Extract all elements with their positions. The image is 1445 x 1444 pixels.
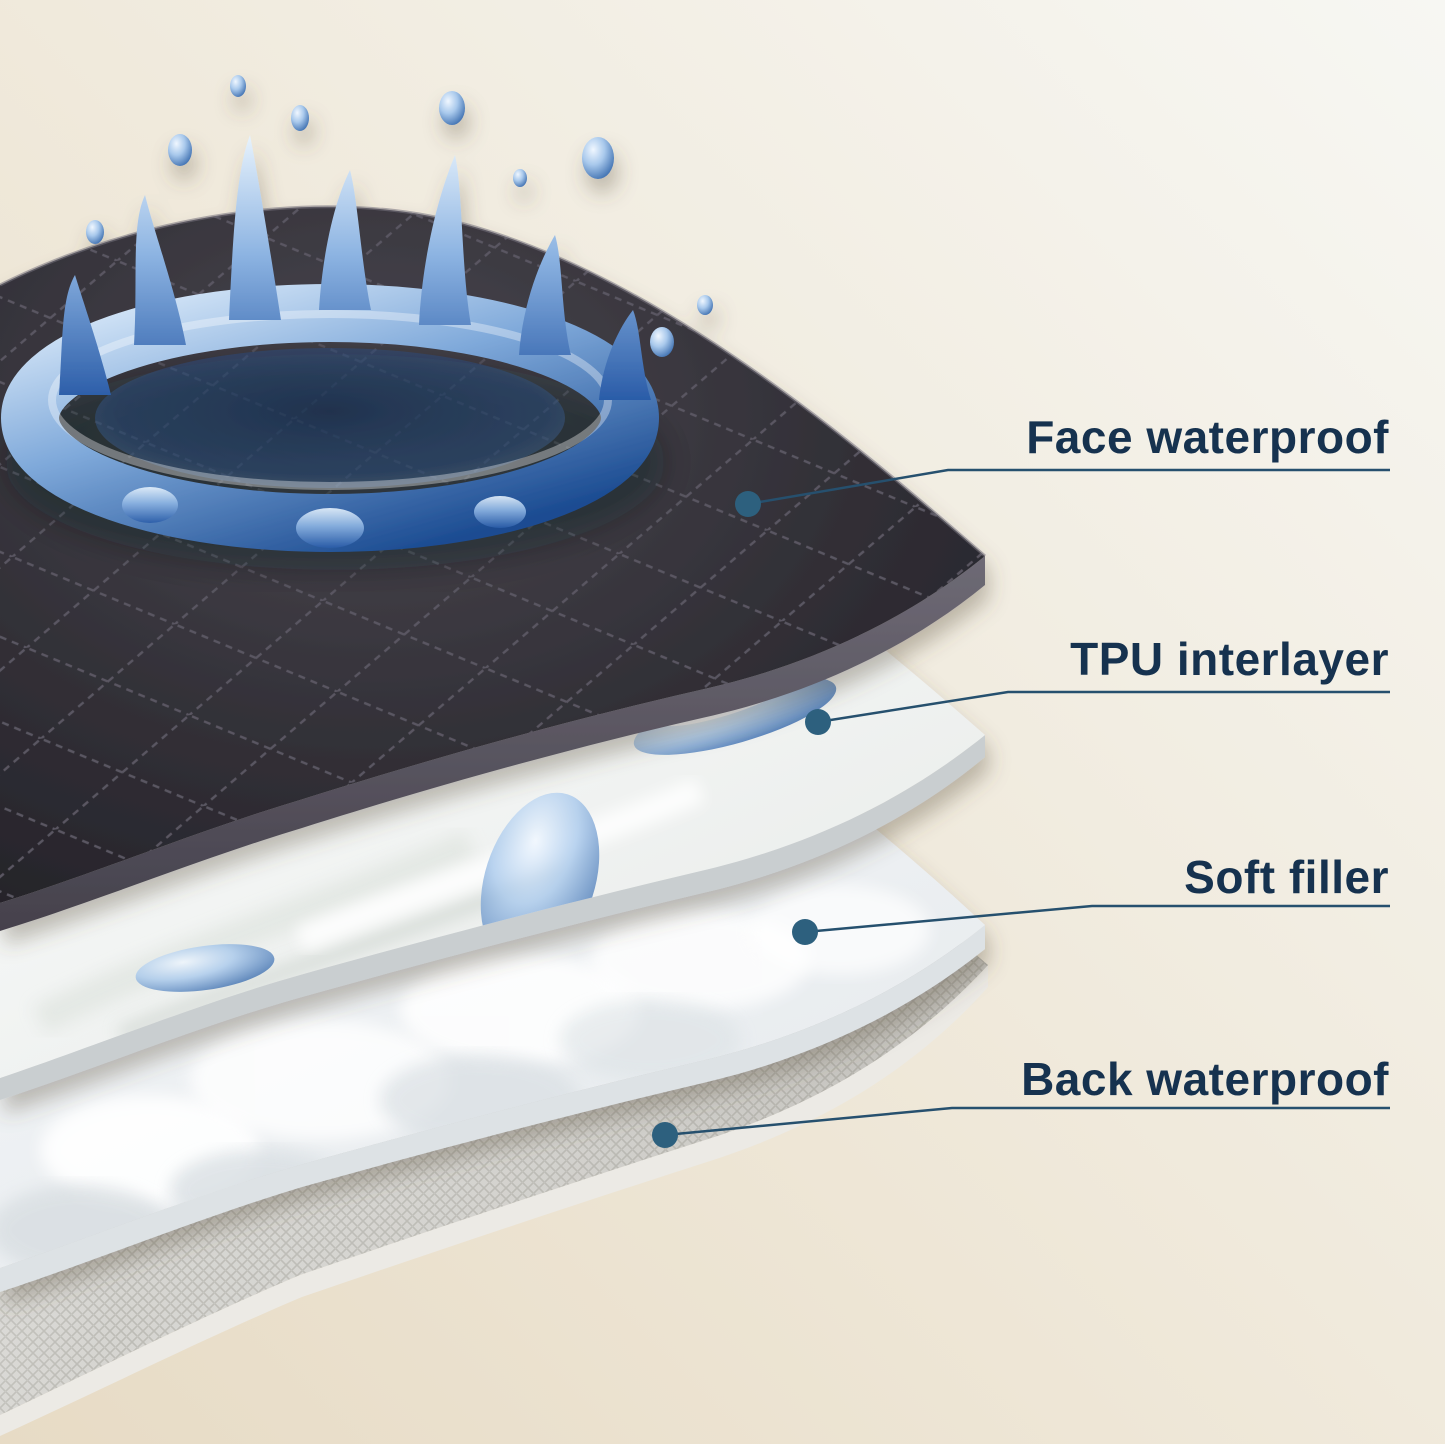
tpu-edge bbox=[0, 735, 985, 1100]
splash-crown-spikes bbox=[59, 135, 651, 400]
back-waterproof-edge bbox=[0, 965, 988, 1436]
soft-filler-edge bbox=[0, 925, 985, 1292]
face-edge bbox=[0, 556, 985, 931]
callout-line-back-waterproof bbox=[664, 1106, 1390, 1137]
callouts bbox=[652, 468, 1390, 1148]
splash-droplets bbox=[86, 75, 713, 357]
callout-line-tpu-interlayer bbox=[817, 690, 1390, 724]
label-back-waterproof: Back waterproof bbox=[1021, 1053, 1389, 1105]
callout-line-face-waterproof bbox=[747, 468, 1390, 506]
water-splash-icon bbox=[1, 75, 713, 570]
tpu-marble-streak bbox=[33, 831, 476, 1034]
label-soft-filler: Soft filler bbox=[1184, 851, 1389, 903]
splash-front-blob bbox=[474, 496, 526, 528]
splash-front-blob bbox=[296, 508, 364, 548]
layer-face-waterproof bbox=[0, 75, 986, 931]
callout-line-soft-filler bbox=[804, 904, 1390, 934]
tpu-gloss-and-droplets bbox=[33, 677, 837, 1043]
splash-front-blob bbox=[122, 487, 178, 523]
callout-dot-back-waterproof bbox=[652, 1122, 678, 1148]
water-streak bbox=[633, 677, 837, 755]
splash-inner-water bbox=[95, 348, 565, 488]
label-tpu-interlayer: TPU interlayer bbox=[1070, 633, 1389, 685]
callout-dot-face-waterproof bbox=[735, 491, 761, 517]
callout-dot-tpu-interlayer bbox=[805, 709, 831, 735]
label-face-waterproof: Face waterproof bbox=[1026, 411, 1389, 463]
callout-dot-soft-filler bbox=[792, 919, 818, 945]
water-puddle bbox=[135, 944, 275, 992]
